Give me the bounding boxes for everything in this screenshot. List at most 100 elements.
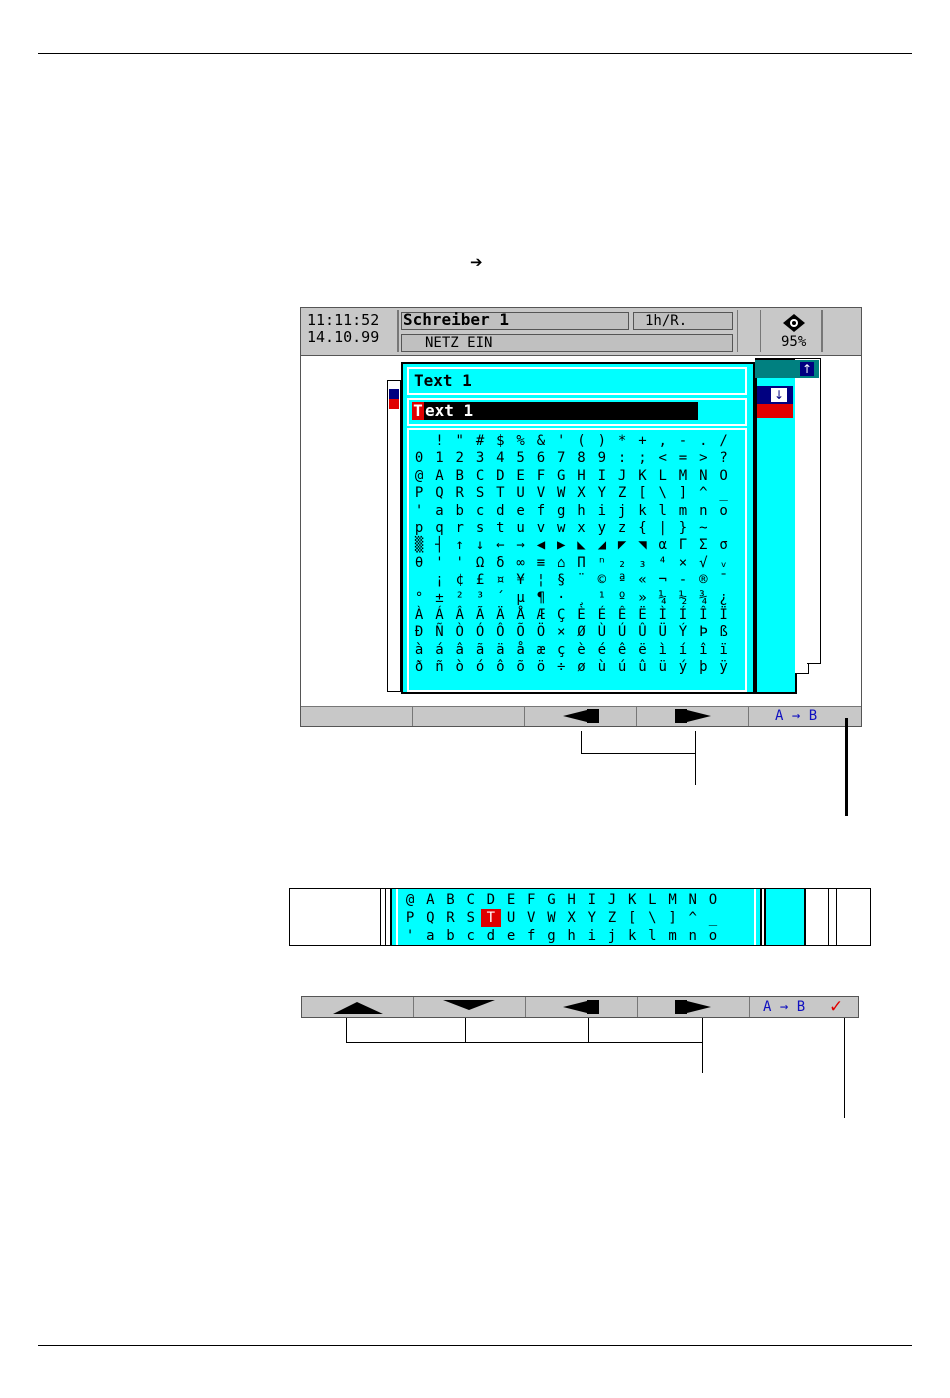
char-cell[interactable]: = [678, 450, 688, 467]
char-cell[interactable]: É [597, 606, 607, 623]
char-cell[interactable]: Ó [475, 624, 485, 641]
char-cell[interactable]: Ö [536, 624, 546, 641]
char-cell[interactable]: Â [455, 606, 464, 623]
char-cell[interactable]: z [617, 519, 627, 536]
char-cell[interactable]: σ [719, 537, 728, 554]
char-cell[interactable]: ' [557, 433, 566, 449]
char-cell[interactable]: Q [435, 485, 444, 502]
char-cell[interactable]: ∞ [516, 554, 525, 571]
char-cell[interactable]: x [577, 519, 586, 536]
zoom-char-cell[interactable]: L [648, 892, 657, 908]
zoom-char-cell[interactable]: o [708, 928, 718, 944]
zoom-char-cell[interactable]: U [506, 910, 516, 926]
char-cell[interactable]: o [719, 502, 728, 519]
zoom-char-cell[interactable]: ^ [688, 910, 697, 926]
zoom-char-cell[interactable]: a [426, 928, 435, 944]
char-cell[interactable]: p [414, 519, 424, 536]
char-cell[interactable]: k [638, 502, 647, 519]
char-cell[interactable]: ◀ [536, 537, 546, 554]
char-cell[interactable]: Σ [699, 537, 708, 554]
char-cell[interactable]: ð [414, 659, 424, 676]
char-cell[interactable]: ö [536, 659, 546, 676]
zoom-char-cell[interactable]: E [506, 892, 516, 908]
zoom-char-cell[interactable]: F [527, 892, 536, 908]
char-cell[interactable]: 8 [577, 450, 586, 467]
char-cell[interactable]: l [658, 502, 667, 519]
softkey-ab-2[interactable]: A → B ✓ [751, 997, 857, 1017]
char-cell[interactable]: ⁿ [597, 554, 607, 571]
char-cell[interactable]: 5 [516, 450, 525, 467]
char-cell[interactable]: Á [435, 606, 444, 623]
char-cell[interactable]: ^ [699, 485, 708, 502]
softkey-up[interactable] [303, 997, 414, 1017]
char-cell[interactable]: b [455, 502, 464, 519]
char-cell[interactable]: ô [496, 659, 505, 676]
char-cell[interactable]: Ê [617, 606, 627, 623]
char-cell[interactable]: j [617, 502, 627, 519]
char-cell[interactable]: i [597, 502, 607, 519]
zoom-char-cell[interactable]: c [466, 928, 475, 944]
char-cell[interactable]: ¥ [516, 572, 525, 589]
char-cell[interactable]: Ú [617, 624, 627, 641]
char-cell[interactable]: M [678, 467, 688, 484]
char-cell[interactable]: ´ [496, 589, 505, 606]
char-cell[interactable]: I [597, 467, 607, 484]
zoom-char-cell[interactable]: \ [648, 910, 657, 926]
char-cell[interactable]: à [414, 641, 424, 658]
char-cell[interactable]: á [435, 641, 444, 658]
char-cell[interactable]: ½ [678, 589, 688, 606]
char-cell[interactable]: ₃ [638, 554, 647, 571]
zoom-char-cell[interactable]: P [405, 910, 415, 926]
char-cell[interactable]: α [658, 537, 667, 554]
char-cell[interactable]: Ä [496, 606, 505, 623]
char-cell[interactable]: } [678, 519, 688, 536]
char-cell[interactable]: ç [557, 641, 566, 658]
char-cell[interactable]: Í [678, 606, 688, 623]
zoom-char-cell[interactable]: G [547, 892, 556, 908]
zoom-char-cell[interactable]: k [627, 928, 637, 944]
char-cell[interactable]: í [678, 641, 688, 658]
zoom-char-cell[interactable]: A [426, 892, 435, 908]
char-cell[interactable]: Ô [496, 624, 505, 641]
text-edit-field[interactable]: T ext 1 [412, 402, 698, 420]
zoom-char-cell[interactable]: m [668, 928, 677, 944]
char-cell[interactable]: ┤ [435, 537, 444, 554]
char-cell[interactable]: y [597, 519, 607, 536]
zoom-char-cell[interactable]: i [587, 928, 596, 944]
char-cell[interactable]: ¾ [699, 589, 708, 606]
char-cell[interactable]: ï [719, 641, 728, 658]
char-cell[interactable]: . [699, 433, 708, 449]
char-cell[interactable]: | [658, 519, 667, 536]
zoom-char-cell[interactable]: Z [607, 910, 617, 926]
zoom-char-cell[interactable]: b [446, 928, 455, 944]
char-cell[interactable]: C [475, 467, 485, 484]
zoom-char-cell[interactable]: ] [668, 910, 677, 926]
zoom-char-cell[interactable]: f [527, 928, 536, 944]
char-cell[interactable]: î [699, 641, 708, 658]
zoom-char-cell[interactable]: W [547, 910, 556, 926]
char-cell[interactable]: ° [414, 589, 424, 606]
char-cell[interactable]: û [638, 659, 647, 676]
char-cell[interactable]: _ [719, 485, 728, 502]
char-cell[interactable]: ¬ [658, 572, 667, 589]
char-cell[interactable]: ¿ [719, 589, 728, 606]
zoom-char-cell[interactable]: e [506, 928, 516, 944]
char-cell[interactable]: 1 [435, 450, 444, 467]
char-cell[interactable]: ¡ [435, 572, 444, 589]
char-cell[interactable]: Û [638, 624, 647, 641]
char-cell[interactable]: ▒ [414, 537, 424, 554]
char-cell[interactable]: > [699, 450, 708, 467]
char-cell[interactable]: W [557, 485, 566, 502]
char-cell[interactable]: À [414, 606, 424, 623]
zoom-char-cell[interactable]: l [648, 928, 657, 944]
char-cell[interactable]: Ï [719, 606, 728, 623]
scroll-up-icon[interactable]: ↑ [800, 362, 814, 376]
char-cell[interactable]: ◥ [638, 537, 647, 554]
char-cell[interactable]: V [536, 485, 546, 502]
char-cell[interactable]: Ñ [435, 624, 444, 641]
char-cell[interactable]: - [678, 433, 688, 449]
char-cell[interactable]: * [617, 433, 627, 449]
char-cell[interactable]: < [658, 450, 667, 467]
char-cell[interactable]: ò [455, 659, 464, 676]
char-cell[interactable]: ] [678, 485, 688, 502]
